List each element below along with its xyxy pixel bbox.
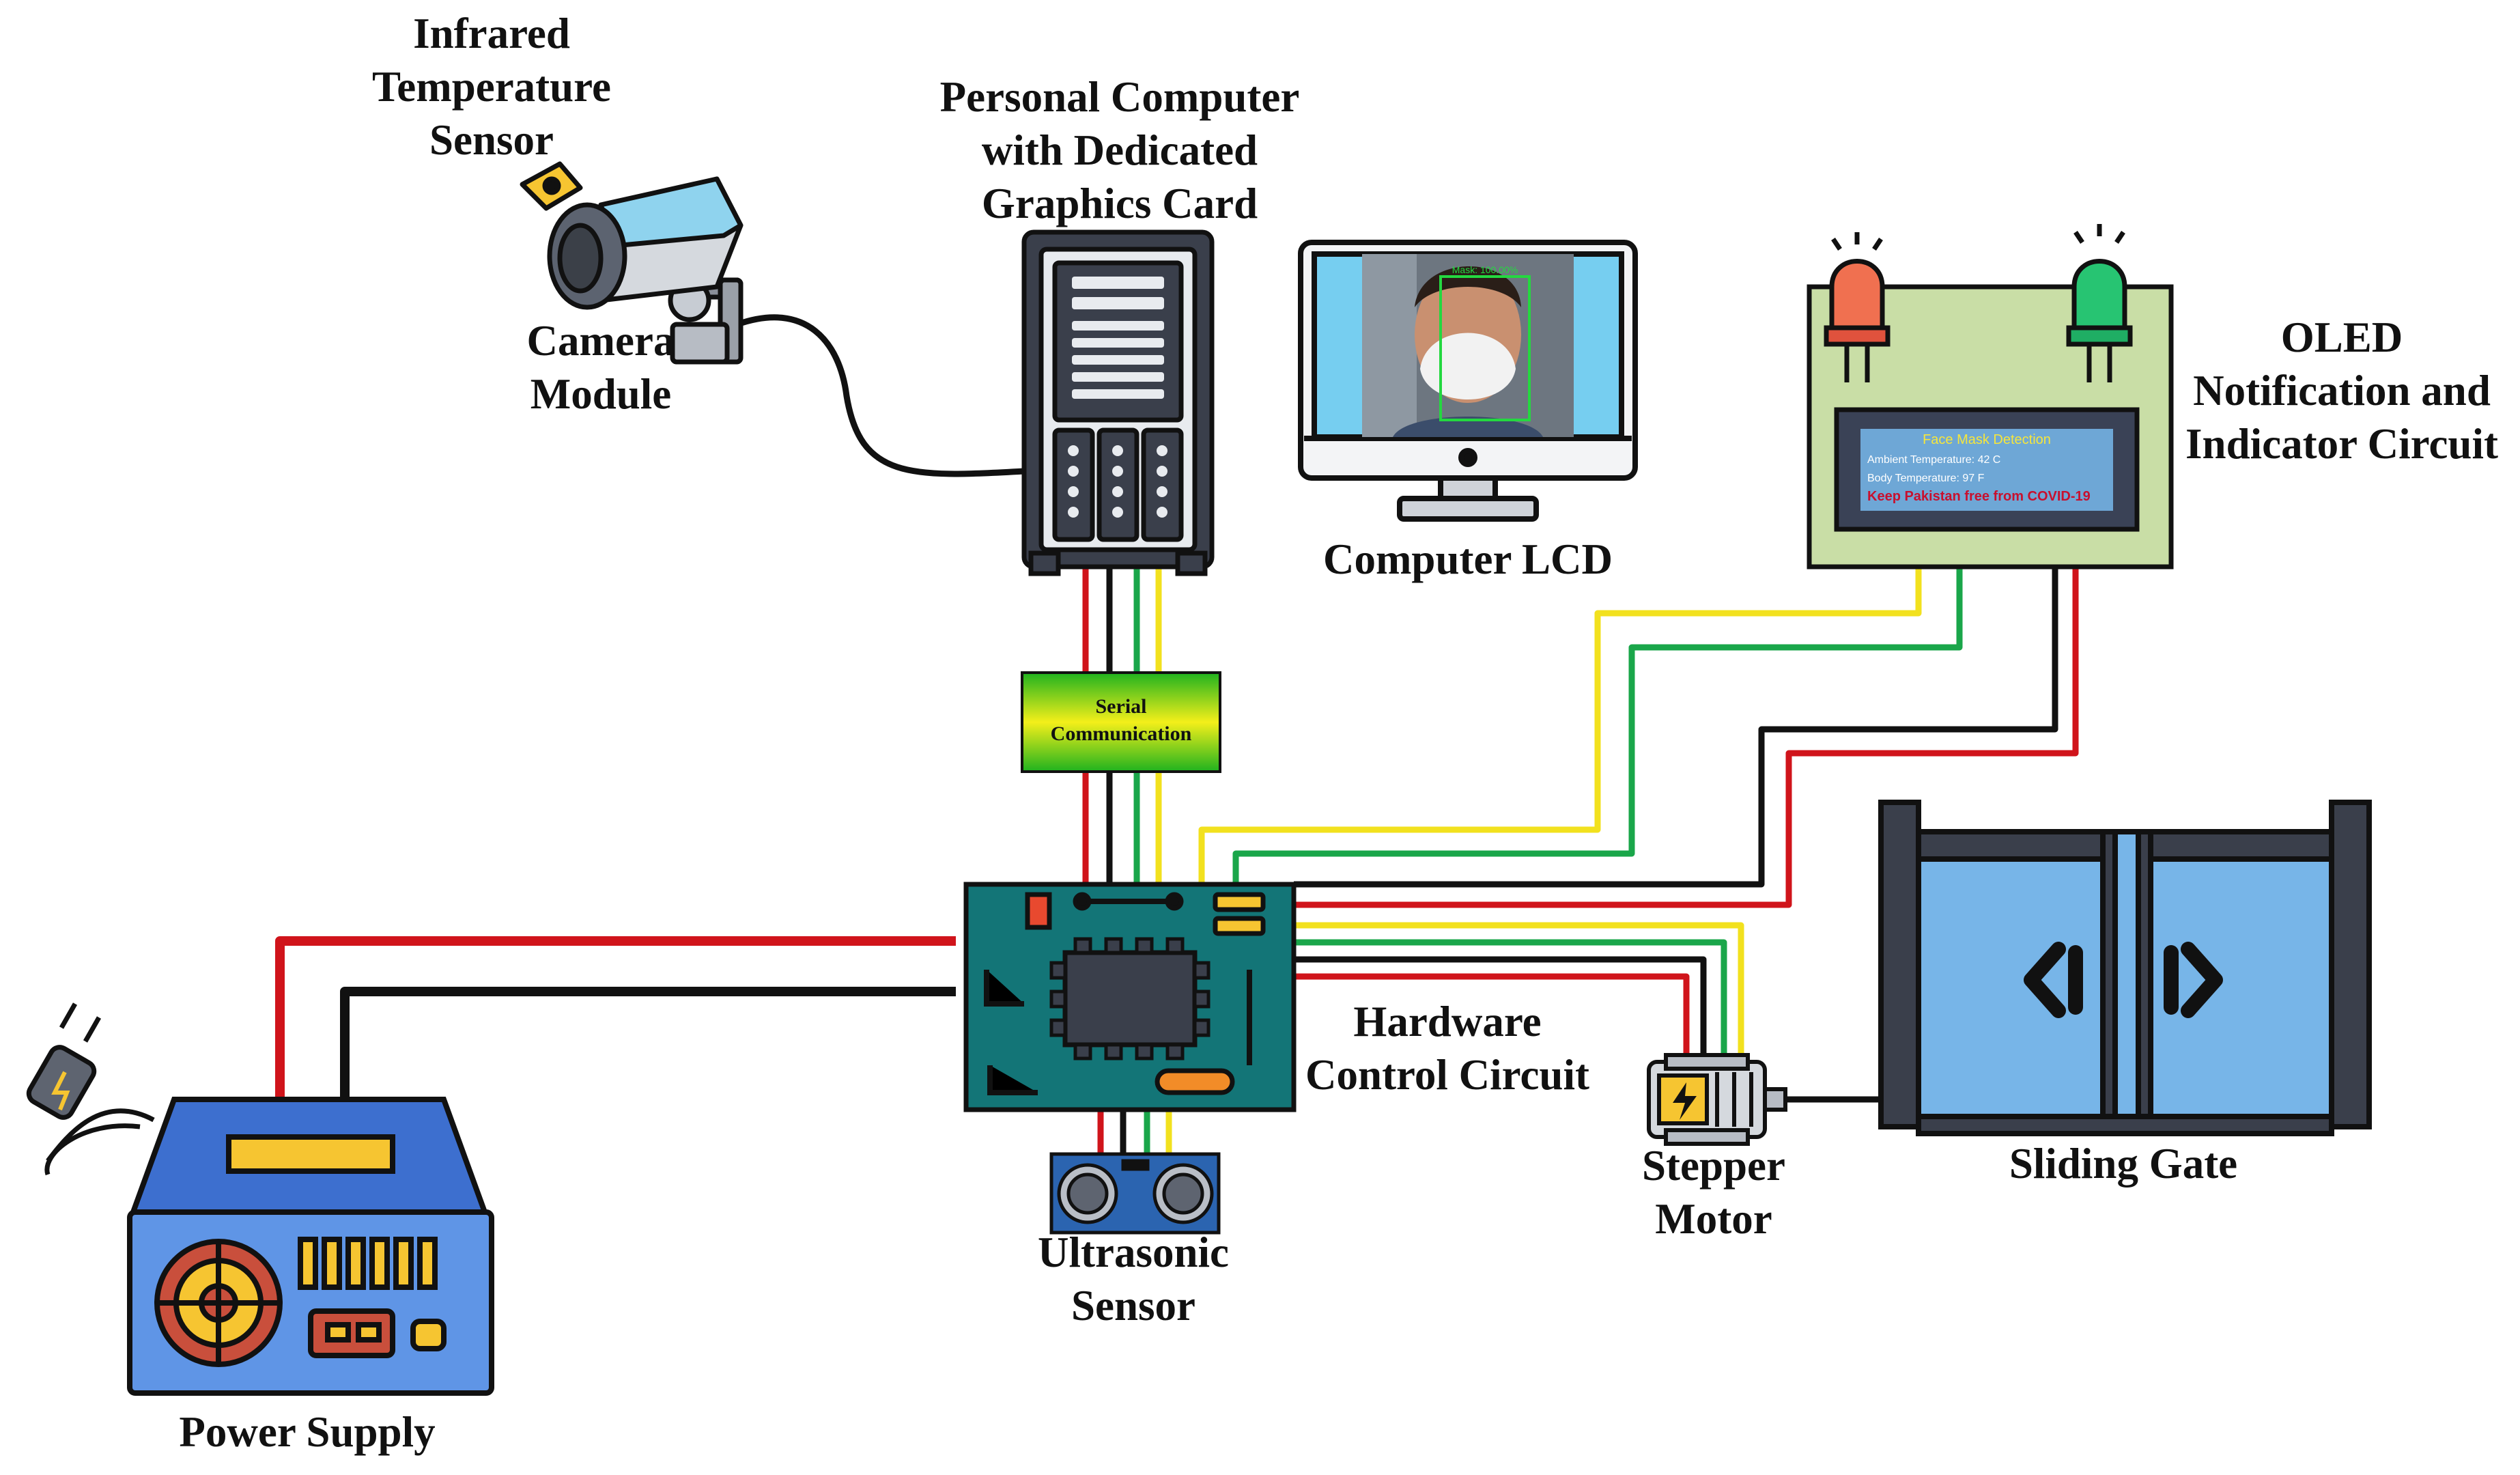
pc-tower-icon <box>1021 229 1215 576</box>
sliding-gate-icon <box>1878 800 2372 1136</box>
camera-icon <box>520 161 744 365</box>
psu-vents <box>298 1237 438 1290</box>
stepper-motor-icon <box>1647 1053 1787 1146</box>
label-gate: Sliding Gate <box>2009 1140 2238 1188</box>
plug-icon <box>26 1002 155 1176</box>
oled-ambient: Ambient Temperature: 42 C <box>1867 454 2000 466</box>
label-ultrasonic: Ultrasonic Sensor <box>1038 1228 1229 1330</box>
oled-title: Face Mask Detection <box>1923 432 2051 447</box>
label-oled: OLED Notification and Indicator Circuit <box>2185 313 2498 468</box>
led-green-icon <box>2066 224 2133 382</box>
label-power: Power Supply <box>179 1408 436 1456</box>
label-ir-sensor: Infrared Temperature Sensor <box>372 10 611 164</box>
serial-module-icon <box>1021 671 1221 773</box>
oled-board-icon: Face Mask Detection Ambient Temperature:… <box>1807 224 2174 570</box>
oled-message: Keep Pakistan free from COVID-19 <box>1867 489 2091 504</box>
label-lcd: Computer LCD <box>1322 535 1613 583</box>
pcb-icon <box>963 882 1297 1112</box>
lcd-face-image <box>1362 254 1574 437</box>
label-serial: Serial Communication <box>1050 695 1192 745</box>
oled-body-temp: Body Temperature: 97 F <box>1867 473 1985 484</box>
pc-slot-dots <box>1068 445 1167 518</box>
label-pc: Personal Computer with Dedicated Graphic… <box>939 73 1300 227</box>
monitor-icon: Mask: 100.00% <box>1298 240 1638 522</box>
power-supply-icon <box>127 1097 494 1396</box>
label-stepper: Stepper Motor <box>1642 1142 1785 1243</box>
pcb-chip <box>1049 937 1211 1060</box>
led-red-icon <box>1824 232 1891 382</box>
camera-cable <box>736 314 1025 477</box>
label-camera: Camera Module <box>526 317 675 418</box>
label-hardware: Hardware Control Circuit <box>1305 998 1589 1099</box>
lcd-detection-label: Mask: 100.00% <box>1452 264 1518 275</box>
ultrasonic-sensor-icon <box>1049 1152 1221 1235</box>
pc-vents <box>1072 277 1164 399</box>
